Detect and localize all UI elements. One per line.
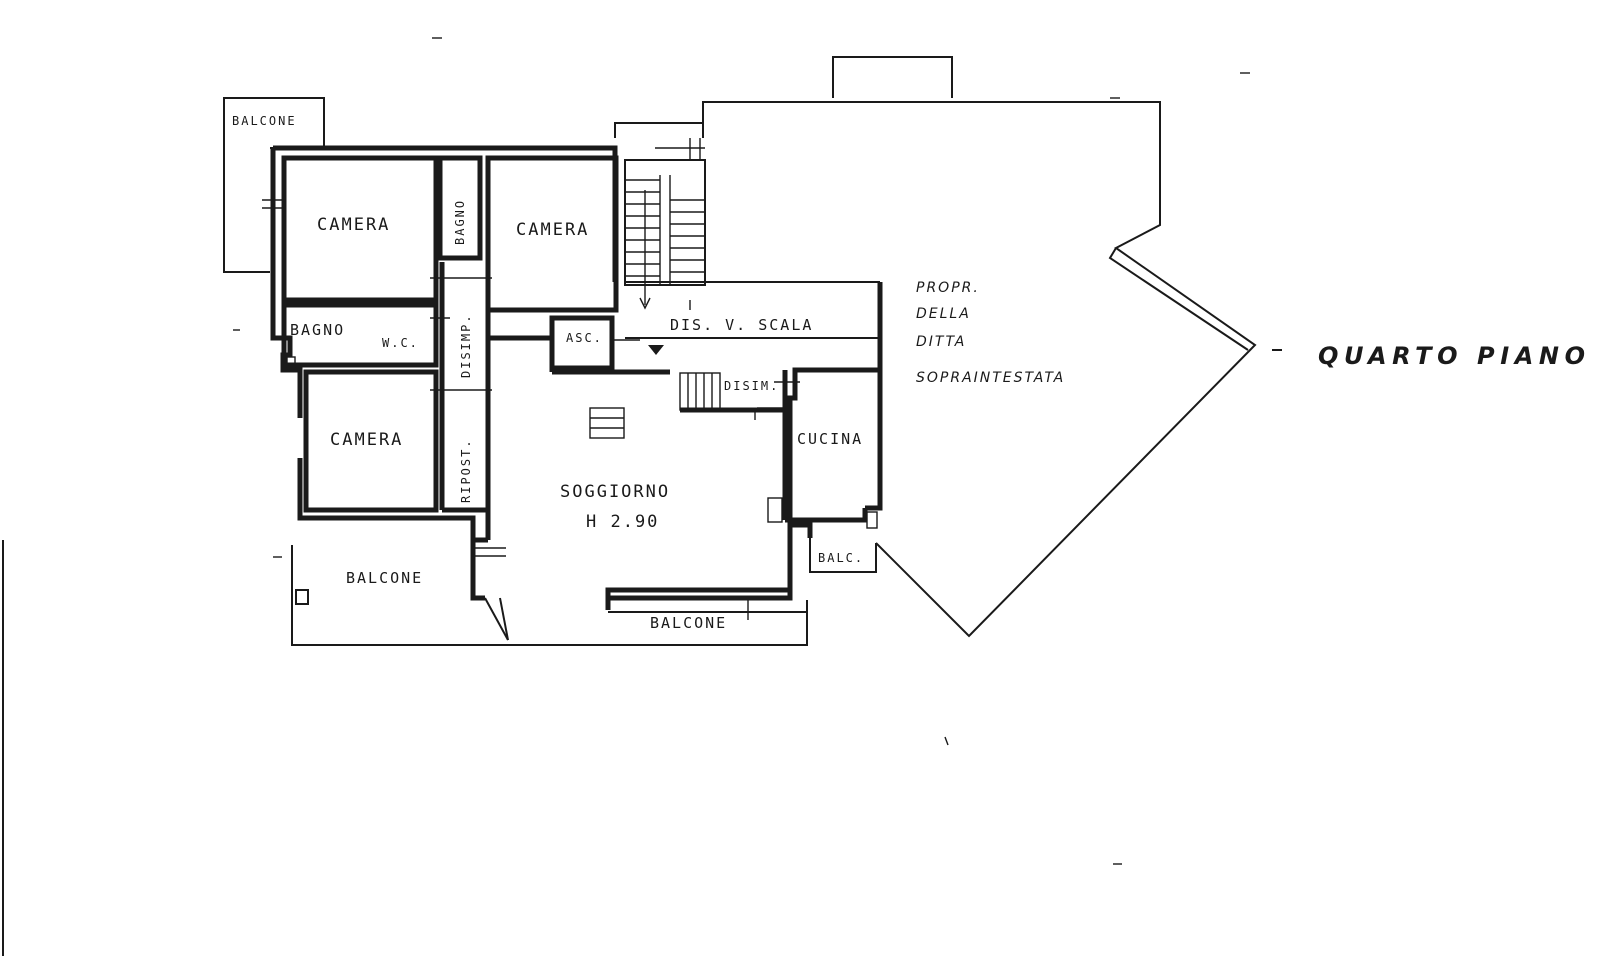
label-bagno-1-wc: W.C.	[382, 336, 419, 350]
label-balc-small: BALC.	[818, 551, 864, 565]
label-disimpegno: DISIMP.	[459, 313, 473, 378]
label-property-line3: DITTA	[916, 334, 966, 350]
interior-walls	[281, 155, 880, 598]
scan-mark	[944, 736, 949, 746]
balcone-bottom-outlines	[291, 538, 877, 646]
label-ripostiglio: RIPOST.	[459, 438, 473, 503]
label-property-line1: PROPR.	[916, 280, 980, 296]
label-soggiorno-height: H 2.90	[586, 512, 659, 532]
label-camera-2: CAMERA	[516, 220, 589, 240]
label-ascensore: ASC.	[566, 331, 603, 345]
label-bagno-1: BAGNO	[290, 321, 345, 339]
steps-soggiorno	[589, 407, 625, 439]
label-scala: DIS. V. SCALA	[670, 316, 813, 334]
label-soggiorno: SOGGIORNO	[560, 482, 670, 502]
label-property-line4: SOPRAINTESTATA	[916, 370, 1065, 386]
label-bagno-2: BAGNO	[453, 199, 467, 245]
adjacent-property-outline	[614, 56, 1257, 638]
label-camera-1: CAMERA	[317, 215, 390, 235]
staircase	[625, 175, 705, 310]
label-balcone-bottom: BALCONE	[650, 614, 727, 632]
label-balcone-left: BALCONE	[346, 569, 423, 587]
label-camera-3: CAMERA	[330, 430, 403, 450]
door-window-marks	[262, 138, 878, 620]
steps-disimpegno	[679, 372, 721, 411]
stair-direction-marker	[648, 345, 664, 355]
label-disim: DISIM.	[724, 379, 779, 393]
label-balcone-top: BALCONE	[232, 114, 297, 128]
floor-title: QUARTO PIANO	[1318, 342, 1588, 370]
label-cucina: CUCINA	[797, 430, 863, 448]
label-property-line2: DELLA	[916, 306, 971, 322]
